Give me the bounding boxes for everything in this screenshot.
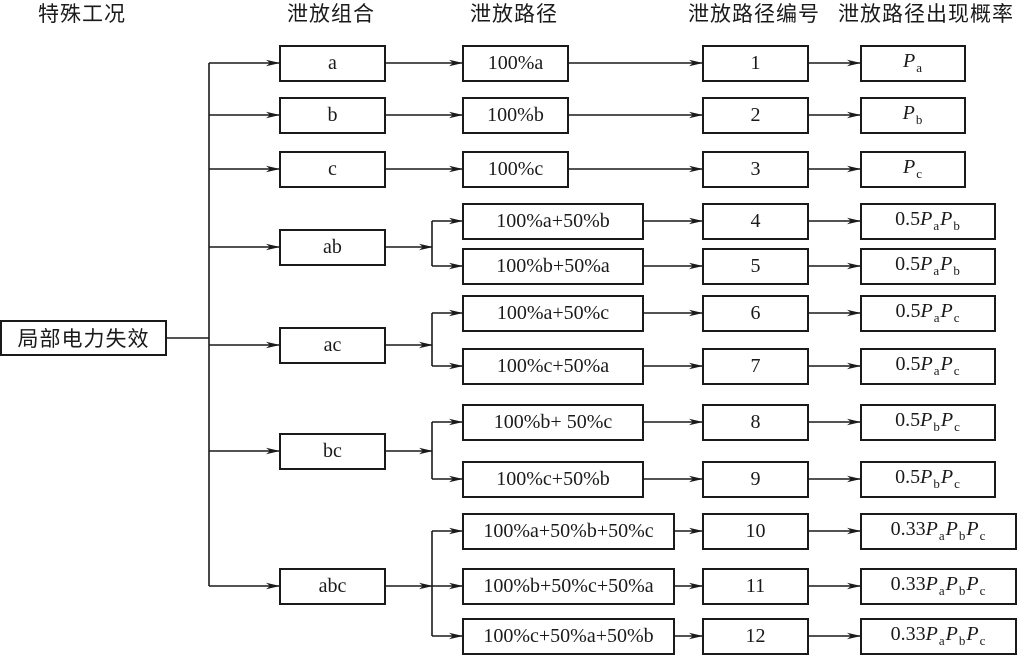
combination-label: bc bbox=[323, 439, 342, 462]
path-probability-node: 0.33PaPbPc bbox=[860, 567, 1017, 605]
combination-node-abc: abc bbox=[279, 567, 386, 605]
relief-path-label: 100%a bbox=[487, 51, 544, 74]
path-number-node: 7 bbox=[702, 347, 809, 385]
relief-path-label: 100%c bbox=[487, 157, 544, 180]
relief-path-node: 100%c bbox=[462, 150, 569, 188]
path-number-label: 2 bbox=[750, 103, 761, 126]
combination-node-ab: ab bbox=[279, 228, 386, 266]
path-probability-label: Pb bbox=[902, 102, 923, 127]
combination-label: a bbox=[328, 51, 337, 74]
path-probability-label: Pa bbox=[903, 50, 922, 75]
relief-path-label: 100%b bbox=[487, 103, 544, 126]
path-number-label: 7 bbox=[750, 354, 761, 377]
relief-path-node: 100%c+50%b bbox=[462, 460, 644, 498]
path-probability-node: 0.5PaPb bbox=[860, 202, 996, 240]
combination-label: ab bbox=[323, 235, 342, 258]
header-path-number: 泄放路径编号 bbox=[688, 2, 820, 26]
path-probability-node: 0.5PaPb bbox=[860, 247, 996, 285]
path-probability-node: 0.5PbPc bbox=[860, 460, 996, 498]
path-number-label: 1 bbox=[750, 51, 761, 74]
header-relief-combination: 泄放组合 bbox=[287, 2, 375, 26]
path-probability-label: 0.5PaPc bbox=[895, 353, 960, 378]
combination-label: ac bbox=[323, 333, 342, 356]
path-number-node: 3 bbox=[702, 150, 809, 188]
path-number-label: 8 bbox=[750, 410, 761, 433]
relief-path-node: 100%c+50%a bbox=[462, 347, 644, 385]
relief-path-label: 100%a+50%b bbox=[496, 209, 610, 232]
relief-path-node: 100%a bbox=[462, 44, 569, 82]
combination-label: abc bbox=[318, 574, 347, 597]
path-probability-label: 0.5PaPb bbox=[895, 253, 960, 278]
path-probability-node: 0.33PaPbPc bbox=[860, 512, 1017, 550]
path-number-node: 5 bbox=[702, 247, 809, 285]
combination-node-ac: ac bbox=[279, 326, 386, 364]
path-number-node: 4 bbox=[702, 202, 809, 240]
path-number-label: 6 bbox=[750, 301, 761, 324]
path-probability-node: Pb bbox=[860, 96, 966, 134]
relief-path-node: 100%b+50%a bbox=[462, 247, 644, 285]
path-probability-label: 0.5PaPc bbox=[895, 300, 960, 325]
header-special-condition: 特殊工况 bbox=[38, 2, 126, 26]
path-probability-node: 0.33PaPbPc bbox=[860, 617, 1017, 655]
relief-path-label: 100%c+50%b bbox=[496, 467, 610, 490]
combination-node-b: b bbox=[279, 96, 386, 134]
combination-node-c: c bbox=[279, 150, 386, 188]
path-number-label: 11 bbox=[745, 574, 766, 597]
path-probability-node: 0.5PbPc bbox=[860, 403, 996, 441]
path-probability-label: 0.5PbPc bbox=[895, 409, 960, 434]
combination-node-bc: bc bbox=[279, 432, 386, 470]
root-node-label: 局部电力失效 bbox=[17, 327, 150, 351]
path-number-node: 11 bbox=[702, 567, 809, 605]
relief-path-node: 100%b+50%c+50%a bbox=[462, 567, 675, 605]
root-node-local-power-failure: 局部电力失效 bbox=[0, 320, 167, 356]
path-probability-node: 0.5PaPc bbox=[860, 294, 996, 332]
header-path-probability: 泄放路径出现概率 bbox=[838, 2, 1014, 26]
relief-path-label: 100%b+ 50%c bbox=[493, 410, 613, 433]
path-number-label: 3 bbox=[750, 157, 761, 180]
relief-path-label: 100%c+50%a+50%b bbox=[483, 624, 654, 647]
path-number-node: 9 bbox=[702, 460, 809, 498]
path-number-node: 12 bbox=[702, 617, 809, 655]
path-number-label: 4 bbox=[750, 209, 761, 232]
path-number-node: 10 bbox=[702, 512, 809, 550]
path-probability-node: Pa bbox=[860, 44, 966, 82]
path-probability-label: 0.5PbPc bbox=[895, 466, 960, 491]
path-probability-label: 0.33PaPbPc bbox=[890, 518, 986, 543]
path-probability-node: Pc bbox=[860, 150, 966, 188]
path-number-node: 2 bbox=[702, 96, 809, 134]
path-number-node: 6 bbox=[702, 294, 809, 332]
path-number-label: 10 bbox=[745, 519, 766, 542]
relief-path-label: 100%a+50%b+50%c bbox=[483, 519, 654, 542]
header-relief-path: 泄放路径 bbox=[470, 2, 558, 26]
path-number-node: 8 bbox=[702, 403, 809, 441]
relief-path-node: 100%a+50%b bbox=[462, 202, 644, 240]
relief-path-label: 100%b+50%c+50%a bbox=[483, 574, 654, 597]
path-probability-label: Pc bbox=[903, 156, 922, 181]
relief-path-label: 100%b+50%a bbox=[496, 254, 610, 277]
path-number-label: 9 bbox=[750, 467, 761, 490]
path-probability-label: 0.5PaPb bbox=[895, 208, 960, 233]
path-probability-label: 0.33PaPbPc bbox=[890, 573, 986, 598]
path-probability-label: 0.33PaPbPc bbox=[890, 623, 986, 648]
relief-path-node: 100%a+50%b+50%c bbox=[462, 512, 675, 550]
path-number-label: 12 bbox=[745, 624, 766, 647]
relief-path-node: 100%b+ 50%c bbox=[462, 403, 644, 441]
relief-path-node: 100%c+50%a+50%b bbox=[462, 617, 675, 655]
path-number-node: 1 bbox=[702, 44, 809, 82]
relief-path-label: 100%a+50%c bbox=[496, 301, 610, 324]
relief-path-label: 100%c+50%a bbox=[496, 354, 610, 377]
combination-label: c bbox=[328, 157, 337, 180]
combination-label: b bbox=[327, 103, 338, 126]
relief-path-node: 100%a+50%c bbox=[462, 294, 644, 332]
relief-path-node: 100%b bbox=[462, 96, 569, 134]
path-number-label: 5 bbox=[750, 254, 761, 277]
combination-node-a: a bbox=[279, 44, 386, 82]
path-probability-node: 0.5PaPc bbox=[860, 347, 996, 385]
